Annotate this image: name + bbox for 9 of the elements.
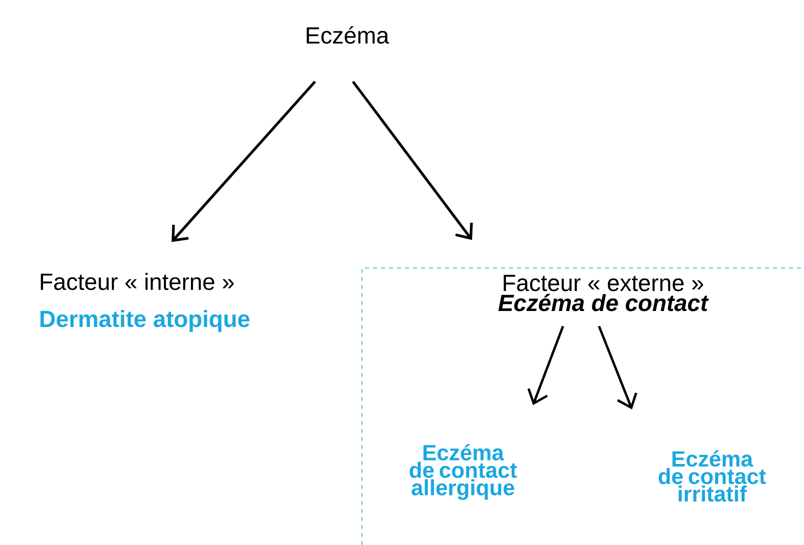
subtype-label: Eczéma de contact irritatif bbox=[658, 450, 766, 502]
factor-label: Facteur « externe » Eczéma de contact bbox=[498, 274, 709, 312]
factor-label: Facteur « interne » Dermatite atopique bbox=[40, 272, 250, 332]
arrow bbox=[527, 326, 564, 406]
subtype-label: Eczéma de contact allergique bbox=[410, 444, 517, 500]
arrow bbox=[172, 80, 316, 242]
arrow bbox=[598, 326, 638, 410]
title-text: Eczéma bbox=[306, 26, 390, 44]
arrow bbox=[352, 80, 473, 240]
